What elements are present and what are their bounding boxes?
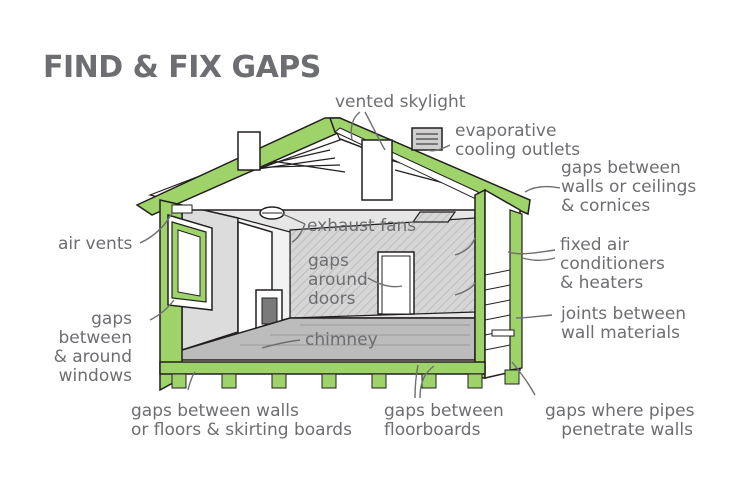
label-line: windows [58,366,132,386]
label-line: joints between [561,304,687,324]
label-gaps-walls-ceilings: gaps between walls or ceilings & cornice… [561,159,696,216]
label-evaporative-cooling: evaporative cooling outlets [455,122,580,160]
pointer-arrows [139,111,561,399]
label-line: walls or ceilings [561,177,697,197]
label-line: gaps between walls [131,401,299,421]
label-line: around [308,270,368,290]
label-fixed-air-conditioners: fixed air conditioners & heaters [560,236,665,293]
label-line: & heaters [560,273,644,293]
label-exhaust-fans: exhaust fans [307,217,416,236]
label-line: wall materials [561,323,680,343]
label-line: gaps between [384,401,504,421]
label-line: cooling outlets [455,140,581,160]
label-gaps-around-windows: gaps between & around windows [52,310,132,386]
label-line: gaps [308,251,349,271]
label-line: gaps [91,309,132,329]
label-vented-skylight: vented skylight [335,93,465,112]
ceiling-vent [411,211,457,223]
door [377,251,415,315]
label-line: air vents [58,234,133,254]
label-line: gaps between [561,158,681,178]
floor-joists [159,361,520,389]
label-line: gaps where pipes [545,401,695,421]
label-line: penetrate walls [561,420,693,440]
label-line: floorboards [384,420,481,440]
page-title: FIND & FIX GAPS [43,50,321,85]
label-line: fixed air [560,235,630,255]
label-line: exhaust fans [307,216,417,236]
left-wall-frame [159,199,213,392]
evaporative-cooler [411,127,443,151]
label-gaps-skirting: gaps between walls or floors & skirting … [131,402,352,440]
pipe [491,329,515,337]
label-line: & cornices [561,196,651,216]
label-line: or floors & skirting boards [131,420,352,440]
label-joints-wall-materials: joints between wall materials [561,305,686,343]
chimney-flue [237,131,393,201]
label-line: conditioners [560,254,665,274]
label-gaps-floorboards: gaps between floorboards [384,402,504,440]
label-line: evaporative [455,121,557,141]
label-line: vented skylight [335,92,466,112]
right-wall-frame [474,188,523,379]
label-chimney: chimney [305,331,378,350]
label-line: chimney [305,330,378,350]
label-gaps-pipes: gaps where pipes penetrate walls [545,401,695,440]
label-line: doors [308,289,356,309]
label-line: & around [53,347,132,367]
label-air-vents: air vents [58,235,132,254]
label-line: between [58,328,132,348]
label-gaps-around-doors: gaps around doors [308,252,368,309]
